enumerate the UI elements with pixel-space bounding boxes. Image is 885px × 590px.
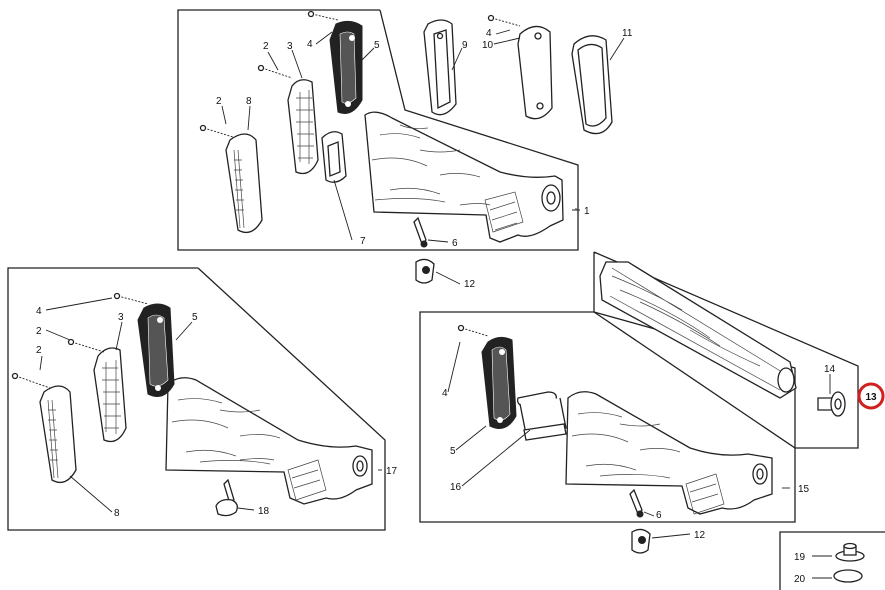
recoil-pad-part-5-left: [137, 303, 175, 397]
label-left-2b: 2: [36, 345, 42, 356]
stock-part-17: [165, 377, 373, 505]
label-top-11: 11: [622, 28, 633, 39]
label-top-10: 10: [482, 40, 494, 51]
left-assembly-frame: [7, 267, 386, 531]
label-right-5: 5: [450, 446, 456, 457]
label-right-12: 12: [694, 530, 706, 541]
sling-swivel-part-18: [215, 478, 255, 517]
spacer-plate-part-9: [423, 19, 457, 116]
label-right-16: 16: [450, 482, 462, 493]
buttpad-part-3-left: [93, 347, 127, 443]
forend-assembly-frame: [593, 251, 859, 449]
label-top-3: 3: [287, 41, 293, 52]
top-leaders: [221, 29, 625, 243]
disc-part-20: 20: [794, 569, 863, 585]
right-assembly: 4 5 16 6 15: [419, 311, 810, 523]
label-forend-14: 14: [824, 364, 836, 375]
left-assembly: 4 2 2 3 5 8 17 18: [7, 267, 398, 531]
sling-swivel-screw-part-6-right: [629, 488, 644, 518]
label-small-20: 20: [794, 574, 806, 585]
screw-part-4-right: [487, 14, 521, 27]
label-top-7: 7: [360, 236, 366, 247]
screw-part-4-top: [307, 10, 339, 21]
small-parts-box: 19 20: [779, 531, 885, 590]
label-center-12: 12: [464, 279, 476, 290]
sling-swivel-screw-part-6: [413, 216, 428, 248]
label-left-4: 4: [36, 306, 42, 317]
label-top-4a: 4: [307, 39, 313, 50]
forend-cap-part-14: 14: [817, 364, 846, 417]
label-right-6: 6: [656, 510, 662, 521]
spacer-part-16: [517, 391, 567, 441]
buttpad-part-3: [287, 79, 319, 175]
forend-assembly: 14 13: [593, 251, 885, 449]
spacer-part-7: [321, 131, 347, 183]
top-assembly-frame: [177, 9, 579, 251]
label-top-9: 9: [462, 40, 468, 51]
label-top-2a: 2: [263, 41, 269, 52]
label-top-4b: 4: [486, 28, 492, 39]
label-top-1: 1: [584, 206, 590, 217]
label-right-4: 4: [442, 388, 448, 399]
label-top-2b: 2: [216, 96, 222, 107]
top-assembly: 2 3 4 5 2 8 7 6 9 4 10 11 1: [177, 9, 633, 251]
label-small-19: 19: [794, 552, 806, 563]
label-forend-13: 13: [865, 392, 877, 403]
buttplate-part-8-top: [225, 133, 263, 234]
screws-part-2-top: [199, 64, 293, 139]
plug-part-19: 19: [794, 542, 865, 563]
recoil-pad-part-10: [517, 25, 553, 120]
sling-swivel-part-12-bottom: 12: [631, 528, 706, 554]
label-left-2a: 2: [36, 326, 42, 337]
right-assembly-frame: [419, 311, 796, 523]
label-top-6: 6: [452, 238, 458, 249]
label-left-5: 5: [192, 312, 198, 323]
label-left-18: 18: [258, 506, 270, 517]
label-left-3: 3: [118, 312, 124, 323]
sling-swivel-part-12-center: 12: [415, 258, 476, 290]
label-left-17: 17: [386, 466, 398, 477]
label-right-15: 15: [798, 484, 810, 495]
callout-13-highlight[interactable]: 13: [857, 382, 885, 410]
label-left-8: 8: [114, 508, 120, 519]
recoil-pad-part-5-right: [481, 336, 517, 429]
buttplate-part-8-left: [39, 385, 77, 484]
label-top-5: 5: [374, 40, 380, 51]
stock-part-1: [364, 111, 564, 243]
stock-part-15: [565, 391, 773, 515]
recoil-pad-part-5: [329, 20, 363, 114]
recoil-pad-part-11: [571, 35, 613, 135]
label-top-8: 8: [246, 96, 252, 107]
